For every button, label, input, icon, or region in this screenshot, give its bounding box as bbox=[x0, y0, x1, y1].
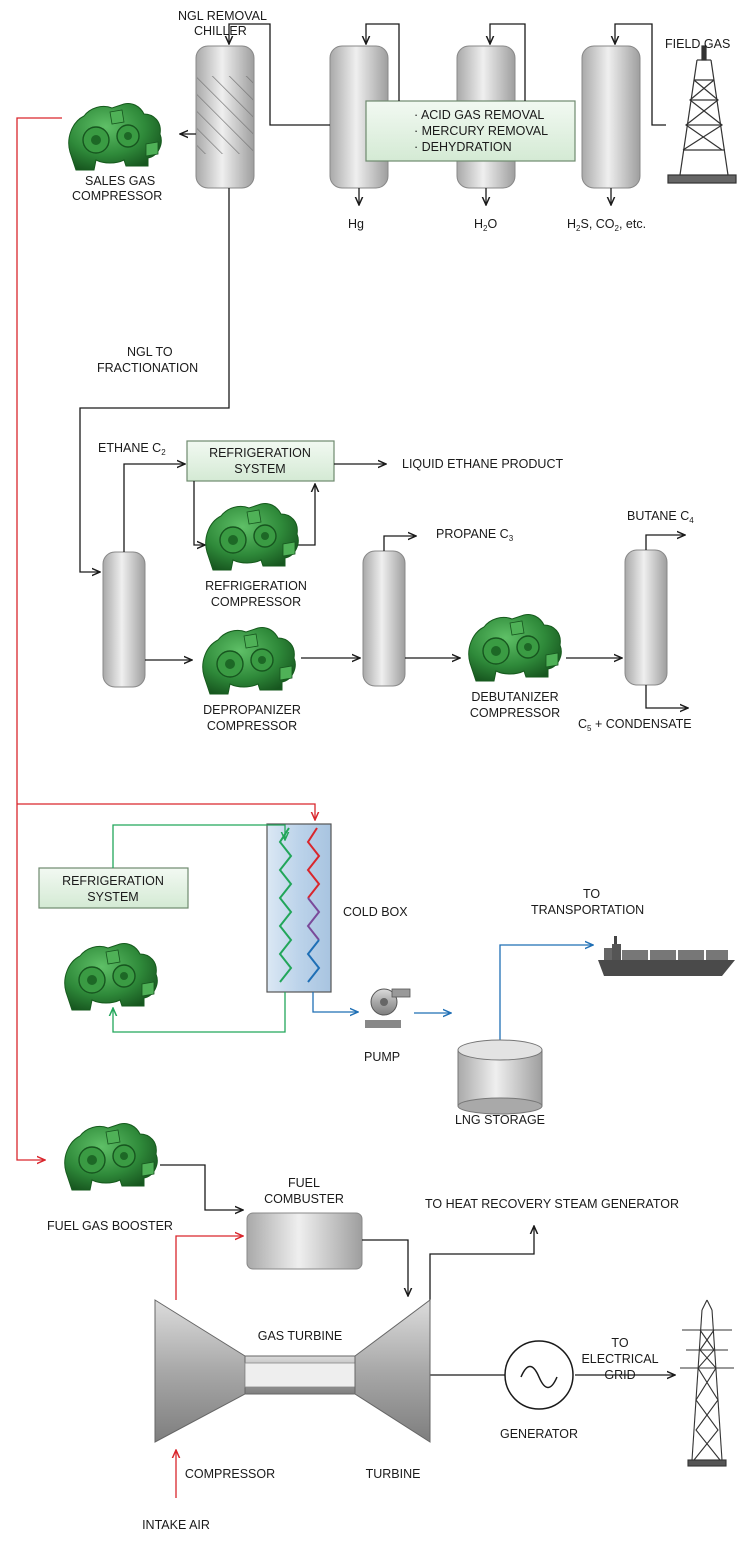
loop-vessel-1 bbox=[366, 23, 400, 101]
butane-out bbox=[645, 535, 685, 550]
lng-refrigeration-compressor-icon bbox=[64, 942, 158, 1011]
turbine-to-hrsg bbox=[429, 1226, 534, 1300]
field-gas-derrick-icon bbox=[667, 45, 737, 184]
sales-gas-main-line bbox=[16, 117, 62, 1160]
fuel-combuster-box bbox=[246, 1212, 363, 1270]
ngl-to-fractionation-line bbox=[79, 188, 230, 572]
air-to-combuster bbox=[175, 1236, 243, 1300]
treatment-item-acid: · ACID GAS REMOVAL bbox=[414, 108, 544, 122]
refrig-comp-label-2: COMPRESSOR bbox=[211, 595, 301, 609]
ethane-to-refrig bbox=[123, 464, 185, 552]
to-grid-label-2: ELECTRICAL bbox=[581, 1352, 658, 1366]
gas-turbine-label: GAS TURBINE bbox=[258, 1329, 343, 1343]
debutanizer-label-1: DEBUTANIZER bbox=[471, 690, 558, 704]
debutanizer-label-2: COMPRESSOR bbox=[470, 706, 560, 720]
compressor-label: COMPRESSOR bbox=[185, 1467, 275, 1481]
deethanizer-vessel bbox=[102, 551, 146, 688]
loop-chiller bbox=[229, 23, 330, 126]
combuster-to-turbine bbox=[362, 1239, 408, 1296]
treatment-item-mercury: · MERCURY REMOVAL bbox=[414, 124, 548, 138]
loop-vessel-2 bbox=[490, 23, 526, 101]
fuel-combuster-label-2: COMBUSTER bbox=[264, 1192, 344, 1206]
refrig-system-lng-line1: REFRIGERATION bbox=[62, 874, 164, 888]
propane-label: PROPANE C3 bbox=[436, 527, 514, 543]
field-gas-label: FIELD GAS bbox=[665, 37, 730, 51]
pump-icon bbox=[365, 988, 411, 1028]
lng-ship-icon bbox=[598, 936, 735, 976]
booster-to-combuster bbox=[160, 1164, 243, 1210]
refrigeration-compressor-icon bbox=[205, 502, 299, 571]
hg-label: Hg bbox=[348, 217, 364, 231]
to-transportation-label-1: TO bbox=[583, 887, 600, 901]
treatment-item-dehydration: · DEHYDRATION bbox=[414, 140, 512, 154]
debutanizer-vessel bbox=[624, 549, 668, 686]
to-grid-label-3: GRID bbox=[604, 1368, 635, 1382]
to-transportation-label-2: TRANSPORTATION bbox=[531, 903, 644, 917]
depropanizer-label-1: DEPROPANIZER bbox=[203, 703, 301, 717]
intake-air-label: INTAKE AIR bbox=[142, 1518, 210, 1532]
sales-gas-to-coldbox bbox=[17, 803, 315, 820]
refrig-system-lng-line2: SYSTEM bbox=[87, 890, 138, 904]
refrig-system-top-line2: SYSTEM bbox=[234, 462, 285, 476]
sales-gas-label-2: COMPRESSOR bbox=[72, 189, 162, 203]
cold-box-red-coil bbox=[306, 827, 321, 899]
refrig-system-box-top bbox=[186, 440, 335, 482]
condensate-label: C5 + CONDENSATE bbox=[578, 717, 692, 733]
to-hrsg-label: TO HEAT RECOVERY STEAM GENERATOR bbox=[425, 1197, 679, 1211]
electrical-grid-tower-icon bbox=[680, 1299, 734, 1467]
green-refrig-to-coldbox bbox=[112, 824, 285, 868]
sales-gas-compressor-icon bbox=[68, 102, 162, 171]
gas-turbine-icon bbox=[154, 1299, 431, 1443]
depropanizer-vessel bbox=[362, 550, 406, 687]
refrig-to-compressor bbox=[193, 481, 205, 545]
fuel-combuster-label-1: FUEL bbox=[288, 1176, 320, 1190]
treatment-box bbox=[365, 100, 576, 162]
turbine-label: TURBINE bbox=[366, 1467, 421, 1481]
pump-label: PUMP bbox=[364, 1050, 400, 1064]
cold-box bbox=[266, 823, 332, 993]
generator-label: GENERATOR bbox=[500, 1427, 578, 1441]
depropanizer-label-2: COMPRESSOR bbox=[207, 719, 297, 733]
to-grid-label-1: TO bbox=[611, 1336, 628, 1350]
h2o-label: H2O bbox=[474, 217, 497, 233]
cold-box-blue-coil bbox=[306, 939, 321, 983]
acid-gas-byproduct-label: H2S, CO2, etc. bbox=[567, 217, 646, 233]
propane-out bbox=[383, 536, 416, 551]
lng-storage-label: LNG STORAGE bbox=[455, 1113, 545, 1127]
sales-gas-label-1: SALES GAS bbox=[85, 174, 155, 188]
generator-icon bbox=[504, 1340, 574, 1410]
ngl-chiller-hatch bbox=[197, 76, 253, 154]
condensate-out bbox=[645, 685, 688, 708]
depropanizer-compressor-icon bbox=[202, 626, 296, 695]
loop-vessel-3 bbox=[615, 23, 666, 126]
blue-storage-to-ship bbox=[499, 945, 593, 1050]
butane-label: BUTANE C4 bbox=[627, 509, 694, 525]
ngl-removal-label-2: CHILLER bbox=[194, 24, 247, 38]
ngl-removal-label-1: NGL REMOVAL bbox=[178, 9, 267, 23]
cold-box-purple-coil bbox=[306, 897, 321, 941]
treatment-vessel-3 bbox=[581, 45, 641, 189]
fuel-gas-booster-label: FUEL GAS BOOSTER bbox=[47, 1219, 173, 1233]
debutanizer-compressor-icon bbox=[468, 613, 562, 682]
cold-box-label: COLD BOX bbox=[343, 905, 408, 919]
ethane-label: ETHANE C2 bbox=[98, 441, 166, 457]
green-coldbox-return bbox=[113, 992, 286, 1033]
refrig-system-top-line1: REFRIGERATION bbox=[209, 446, 311, 460]
refrig-system-box-lng bbox=[38, 867, 189, 909]
ngl-fractionation-label-1: NGL TO bbox=[127, 345, 173, 359]
compressor-to-refrig bbox=[294, 484, 315, 546]
fuel-gas-booster-icon bbox=[64, 1122, 158, 1191]
refrig-comp-label-1: REFRIGERATION bbox=[205, 579, 307, 593]
ngl-fractionation-label-2: FRACTIONATION bbox=[97, 361, 198, 375]
blue-coldbox-to-pump bbox=[312, 992, 358, 1012]
liquid-ethane-label: LIQUID ETHANE PRODUCT bbox=[402, 457, 563, 471]
cold-box-green-coil bbox=[278, 827, 293, 983]
lng-storage-tank-icon bbox=[457, 1039, 543, 1115]
